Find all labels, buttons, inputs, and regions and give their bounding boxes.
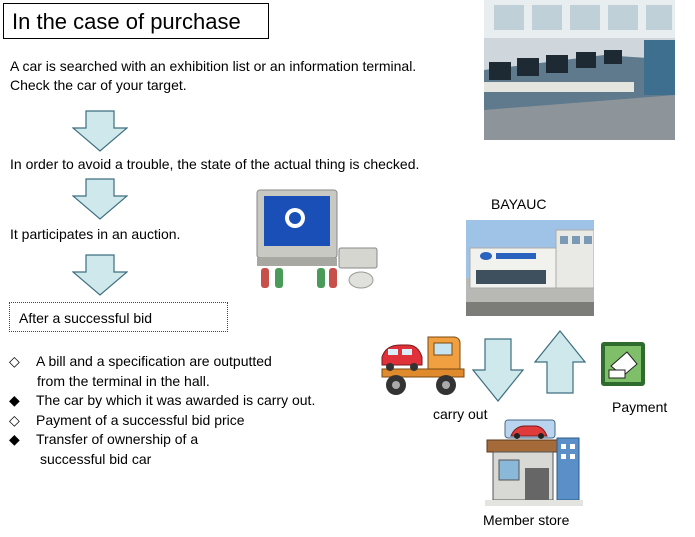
- bullet-text: Transfer of ownership of a: [36, 431, 199, 447]
- bullet-hollow-diamond-icon: ◇: [9, 353, 20, 369]
- payment-arrow-up: [534, 330, 586, 394]
- bullet-list: ◇ A bill and a specification are outputte…: [9, 352, 315, 469]
- list-item: ◇ A bill and a specification are outputte…: [9, 352, 315, 391]
- payment-label: Payment: [612, 399, 668, 415]
- bullet-text: The car by which it was awarded is carry…: [36, 392, 316, 408]
- list-item: ◆ The car by which it was awarded is carr…: [9, 391, 315, 411]
- member-store-label: Member store: [483, 512, 570, 528]
- bullet-text: A bill and a specification are outputted: [36, 353, 272, 369]
- flow-arrow-down-3: [72, 254, 128, 296]
- carry-out-arrow-down: [472, 338, 524, 402]
- step-search-line2: Check the car of your target.: [10, 77, 187, 93]
- step-check: In order to avoid a trouble, the state o…: [10, 156, 420, 172]
- step-participate: It participates in an auction.: [10, 226, 181, 242]
- page-title: In the case of purchase: [3, 3, 269, 39]
- step-search-line1: A car is searched with an exhibition lis…: [10, 58, 417, 74]
- bullet-text-cont: from the terminal in the hall.: [37, 372, 210, 389]
- bullet-hollow-diamond-icon: ◇: [9, 411, 20, 428]
- car-carrier-truck-icon: [381, 336, 465, 395]
- list-item: ◆ Transfer of ownership of a successful b…: [9, 430, 315, 469]
- carry-out-label: carry out: [433, 406, 488, 422]
- bullet-text-cont: successful bid car: [40, 450, 152, 467]
- auction-terminal-photo: [249, 188, 381, 294]
- bullet-filled-diamond-icon: ◆: [9, 431, 20, 447]
- after-bid-box: After a successful bid: [9, 302, 228, 332]
- flow-arrow-down-1: [72, 110, 128, 152]
- terminal-hall-photo: [484, 0, 675, 140]
- bullet-text: Payment of a successful bid price: [36, 411, 245, 428]
- flow-arrow-down-2: [72, 178, 128, 220]
- payment-card-icon: [601, 342, 645, 386]
- company-building-photo: [466, 220, 594, 316]
- list-item: ◇ Payment of a successful bid price: [9, 411, 315, 431]
- company-label: BAYAUC: [491, 196, 547, 212]
- bullet-filled-diamond-icon: ◆: [9, 392, 20, 408]
- member-store-icon: [485, 419, 583, 506]
